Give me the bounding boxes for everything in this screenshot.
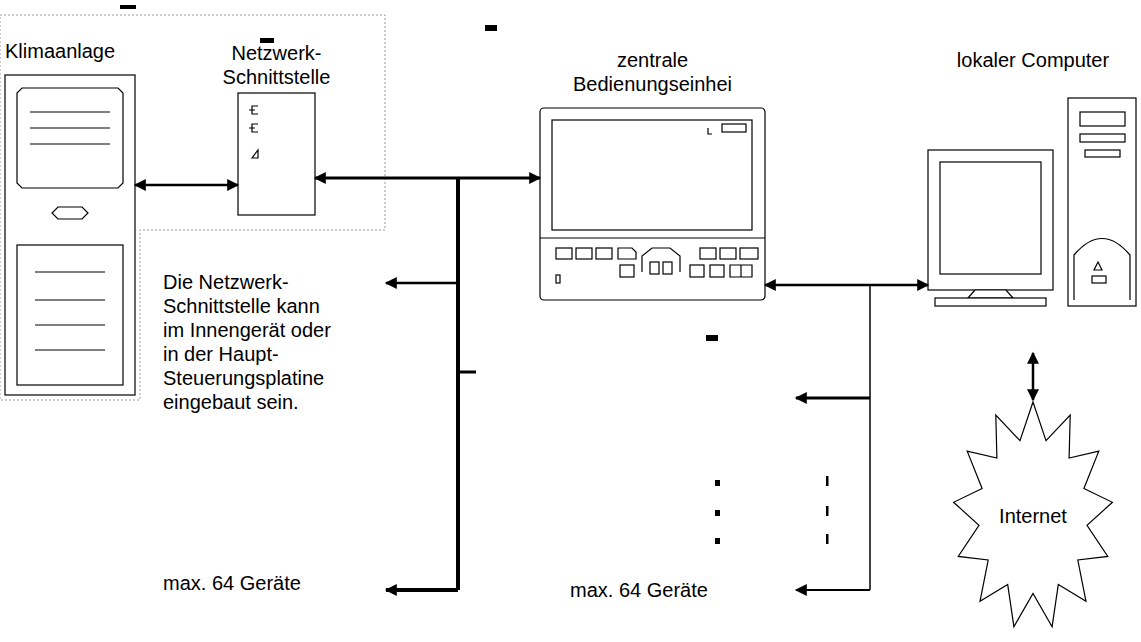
- node-text: Internet: [999, 504, 1067, 528]
- dot: [715, 480, 720, 486]
- aircon-bottom-panel: [17, 245, 123, 385]
- bus-branch: [796, 397, 870, 400]
- controller-button: [650, 262, 659, 274]
- dash: [826, 476, 829, 486]
- tower: [1068, 98, 1136, 306]
- continuation-dots: [715, 476, 829, 544]
- controller-button: [710, 265, 724, 277]
- bus-line: [869, 285, 871, 590]
- stray-bar: [120, 5, 136, 9]
- bus-branch: [386, 282, 458, 285]
- bus-branch: [796, 589, 870, 591]
- device-heading: lokaler Computer: [933, 48, 1133, 72]
- drive-bay: [1080, 134, 1125, 142]
- bus-left: [386, 178, 476, 590]
- controller-button: [700, 248, 716, 259]
- bus-right: [796, 285, 870, 590]
- aircon-line: [30, 111, 110, 112]
- device-heading: zentrale Bedienungseinhei: [548, 48, 758, 96]
- controller-button: [740, 248, 758, 259]
- port-symbol: [249, 106, 258, 114]
- dot: [715, 538, 720, 544]
- dash: [826, 506, 829, 516]
- aircon-line: [35, 299, 105, 300]
- tower-panel: [1074, 239, 1130, 301]
- aircon-top-panel: [17, 88, 123, 188]
- controller-button: [690, 265, 704, 277]
- controller-housing: [540, 108, 765, 300]
- controller-center-panel: [642, 248, 680, 272]
- controller-slot: [722, 124, 746, 132]
- device-heading: Klimaanlage: [5, 39, 165, 63]
- dash: [826, 534, 829, 544]
- internet-cloud: Internet: [953, 400, 1113, 632]
- monitor: [928, 150, 1053, 290]
- controller-button: [556, 248, 572, 259]
- local-computer: lokaler Computer: [928, 98, 1138, 353]
- aircon-line: [30, 127, 110, 128]
- bus-line: [456, 178, 460, 590]
- tower-button: [1092, 276, 1106, 283]
- connector-arrow: [765, 284, 928, 287]
- device-count: max. 64 Geräte: [570, 578, 770, 602]
- controller-button: [720, 248, 736, 259]
- device-heading: Netzwerk- Schnittstelle: [210, 41, 344, 89]
- aircon-figure: [5, 75, 135, 395]
- controller-button: [618, 248, 636, 259]
- dot: [715, 510, 720, 516]
- port-symbol: [252, 150, 258, 158]
- controller-button: [576, 248, 592, 259]
- controller-display: [552, 120, 752, 230]
- interface-housing: [238, 93, 315, 215]
- aircon-housing: [5, 75, 135, 395]
- aircon-unit: Klimaanlage: [5, 75, 135, 395]
- network-interface: Netzwerk- Schnittstelle: [238, 93, 315, 215]
- aircon-line: [35, 349, 105, 350]
- monitor-screen: [940, 162, 1041, 274]
- interface-figure: [238, 93, 315, 215]
- connector-arrow: [315, 177, 540, 180]
- aircon-line: [30, 143, 110, 144]
- central-control-unit: zentrale Bedienungseinhei: [540, 108, 765, 300]
- aircon-grip: [52, 207, 88, 219]
- aircon-line: [35, 324, 105, 325]
- controller-button: [596, 248, 612, 259]
- bus-branch: [386, 588, 458, 592]
- monitor-stand: [968, 290, 1013, 298]
- stray-bar: [706, 335, 718, 341]
- connector-arrow: [1032, 353, 1035, 400]
- aircon-line: [35, 271, 105, 272]
- drive-bay: [1085, 150, 1120, 157]
- controller-mark: [708, 128, 712, 134]
- controller-figure: [540, 108, 765, 300]
- drive-bay: [1080, 112, 1125, 126]
- tower-mark: [1094, 262, 1102, 270]
- controller-button: [730, 265, 752, 277]
- controller-led: [556, 275, 560, 283]
- monitor-base: [935, 298, 1046, 306]
- controller-divider: [540, 237, 765, 238]
- region-outline: [0, 15, 385, 400]
- controller-button: [663, 262, 672, 274]
- connector-arrow: [135, 184, 238, 187]
- port-symbol: [249, 124, 258, 132]
- note-text: Die Netzwerk- Schnittstelle kann im Inne…: [163, 270, 345, 414]
- bus-stub: [458, 371, 476, 374]
- internet-star: [954, 402, 1113, 627]
- computer-figure: [928, 98, 1136, 306]
- controller-button: [620, 265, 634, 277]
- device-count: max. 64 Geräte: [163, 571, 363, 595]
- stray-bar: [485, 25, 497, 31]
